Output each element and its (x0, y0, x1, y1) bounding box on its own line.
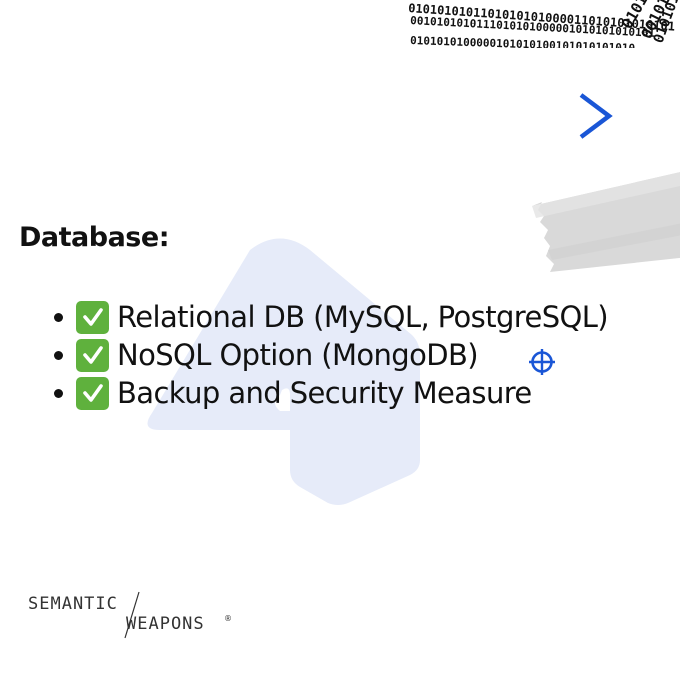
brand-logo-line2: WEAPONS (126, 614, 205, 634)
bullet-icon (54, 388, 63, 398)
check-mark-button-icon (76, 300, 109, 334)
logo-watermark-shape (147, 238, 420, 505)
check-mark-button-icon (76, 376, 109, 410)
list-item: Backup and Security Measure (50, 374, 608, 412)
registered-mark: ® (224, 614, 232, 623)
logo-slash-icon (124, 591, 140, 639)
list-item: NoSQL Option (MongoDB) (50, 336, 608, 374)
check-mark-button-icon (76, 338, 109, 372)
list-item-label: Relational DB (MySQL, PostgreSQL) (117, 300, 609, 334)
bullet-icon (54, 350, 63, 360)
binary-code-art: 0101010101101010101000011010101010101 00… (408, 0, 680, 48)
feature-list: Relational DB (MySQL, PostgreSQL) NoSQL … (50, 298, 609, 412)
list-item: Relational DB (MySQL, PostgreSQL) (50, 298, 609, 336)
masking-tape-decoration (532, 172, 680, 272)
list-item-label: NoSQL Option (MongoDB) (117, 338, 479, 372)
slide-heading: Database: (19, 222, 170, 253)
bullet-icon (54, 312, 63, 322)
brand-logo-line1: SEMANTIC (28, 594, 118, 614)
chevron-right-icon[interactable] (572, 90, 618, 142)
list-item-label: Backup and Security Measure (117, 376, 532, 410)
crosshair-target-icon (529, 349, 555, 375)
brand-logo: SEMANTIC WEAPONS ® (28, 590, 238, 640)
